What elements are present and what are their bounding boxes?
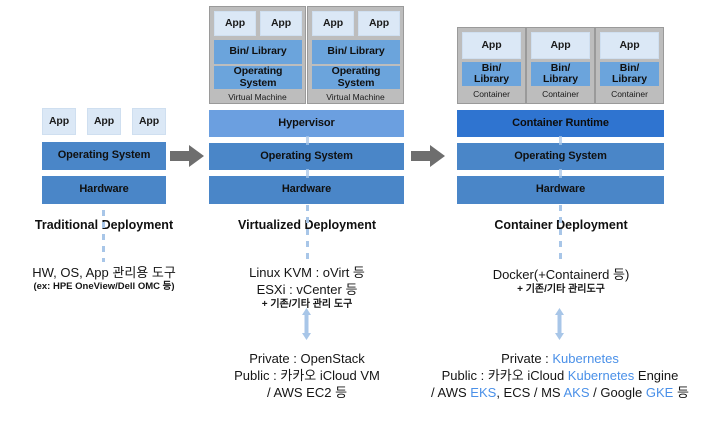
caption-sub-text: + 기존/기타 관리 도구 [261, 299, 353, 311]
hardware-bar: Hardware [42, 176, 166, 204]
connector-dashes [559, 205, 562, 263]
platform-line3: / AWS EC2 등 [266, 385, 348, 401]
connector-dashes [102, 210, 105, 262]
bin-library-bar: Bin/ Library [462, 62, 521, 86]
platform-line1: Private : Kubernetes [501, 351, 619, 366]
caption-container: Docker(+Containerd 등) + 기존/기타 관리도구 [461, 266, 661, 296]
container-label: Container [542, 89, 579, 99]
caption-traditional: HW, OS, App 관리용 도구 (ex: HPE OneView/Dell… [4, 264, 204, 294]
operating-system-bar: Operating System [209, 143, 404, 170]
hardware-bar: Hardware [457, 176, 664, 204]
vm-label: Virtual Machine [326, 91, 385, 102]
operating-system-bar: Operating System [42, 142, 166, 170]
caption-sub-text: + 기존/기타 관리도구 [517, 284, 605, 296]
operating-system-bar: Operating System [214, 66, 302, 89]
keyword-gke: GKE [645, 385, 674, 401]
connector-line [306, 136, 309, 145]
caption-line1: Docker(+Containerd 등) [492, 267, 630, 282]
vm-label: Virtual Machine [228, 91, 287, 102]
down-arrow-icon [553, 308, 566, 345]
operating-system-bar: Operating System [457, 143, 664, 170]
caption-virtualized: Linux KVM : oVirt 등 ESXi : vCenter 등 + 기… [207, 264, 407, 312]
connector-dashes [306, 205, 309, 263]
caption-line2: ESXi : vCenter 등 [256, 282, 358, 298]
caption-sub-text: (ex: HPE OneView/Dell OMC 등) [33, 281, 175, 293]
platform-line3: / AWS EKS, ECS / MS AKS / Google GKE 등 [431, 385, 689, 401]
container-label: Container [473, 89, 510, 99]
bin-library-bar: Bin/ Library [312, 40, 400, 64]
hardware-bar: Hardware [209, 176, 404, 204]
app-box: App [462, 32, 521, 59]
bin-library-bar: Bin/ Library [214, 40, 302, 64]
app-box: App [87, 108, 121, 135]
arrow-right-icon [411, 145, 445, 167]
container-label: Container [611, 89, 648, 99]
arrow-right-icon [170, 145, 204, 167]
platform-line2: Public : 카카오 iCloud VM [234, 368, 380, 384]
bin-library-bar: Bin/ Library [600, 62, 659, 86]
connector-line [559, 136, 562, 145]
app-box: App [132, 108, 166, 135]
connector-line [306, 169, 309, 178]
keyword-eks: EKS [470, 385, 497, 401]
caption-line1: Linux KVM : oVirt 등 [249, 265, 365, 280]
keyword-kubernetes: Kubernetes [567, 368, 635, 384]
app-box: App [260, 11, 302, 36]
platform-container: Private : Kubernetes Public : 카카오 iCloud… [424, 350, 696, 401]
platform-line1: Private : OpenStack [249, 351, 365, 366]
app-box: App [42, 108, 76, 135]
keyword-aks: AKS [563, 385, 590, 401]
connector-line [559, 169, 562, 178]
bin-library-bar: Bin/ Library [531, 62, 590, 86]
platform-virtualized: Private : OpenStack Public : 카카오 iCloud … [207, 350, 407, 401]
app-box: App [312, 11, 354, 36]
hypervisor-bar: Hypervisor [209, 110, 404, 137]
keyword-kubernetes: Kubernetes [552, 351, 619, 366]
app-box: App [214, 11, 256, 36]
app-box: App [600, 32, 659, 59]
operating-system-bar: Operating System [312, 66, 400, 89]
container-runtime-bar: Container Runtime [457, 110, 664, 137]
caption-main-text: HW, OS, App 관리용 도구 [32, 265, 176, 280]
app-box: App [531, 32, 590, 59]
platform-line2: Public : 카카오 iCloud Kubernetes Engine [441, 368, 679, 384]
down-arrow-icon [300, 308, 313, 345]
app-box: App [358, 11, 400, 36]
